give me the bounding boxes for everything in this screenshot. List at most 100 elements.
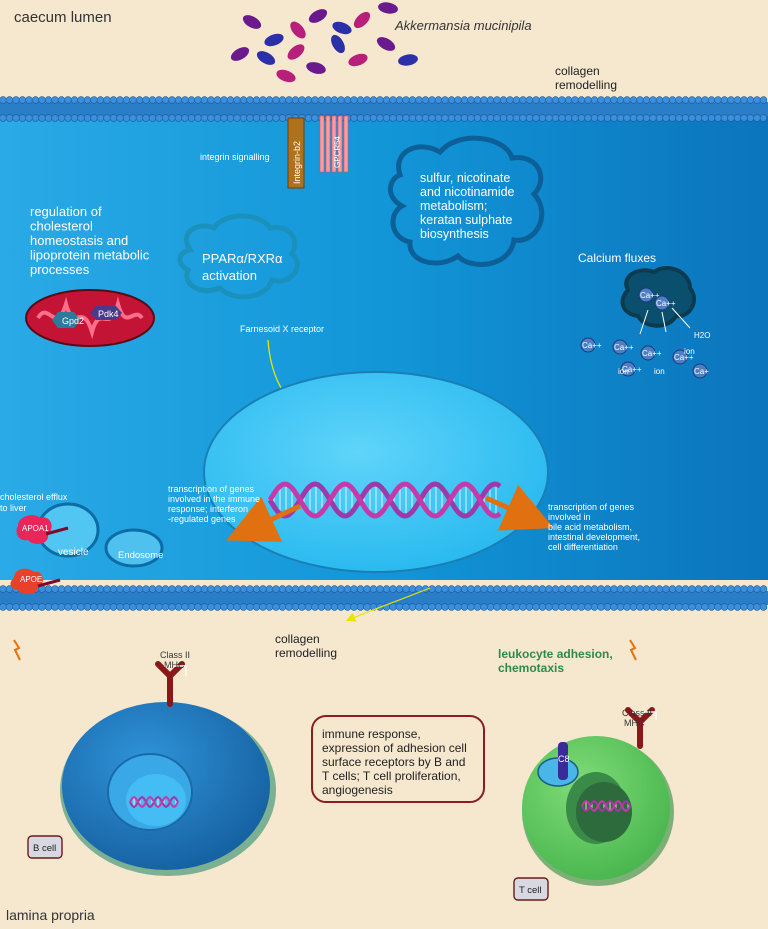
bacteria-cluster [230, 2, 418, 83]
lipid-head [226, 96, 235, 104]
bacteria-label: Akkermansia mucinipila [394, 18, 532, 33]
lipid-head [610, 96, 618, 104]
lipid-head [350, 603, 358, 611]
lipid-head [246, 603, 254, 611]
lipid-head [220, 114, 228, 122]
lipid-head [571, 585, 579, 593]
lipid-head [701, 114, 709, 122]
lipid-head [272, 585, 280, 593]
lipid-head [597, 96, 605, 104]
lipid-head [707, 114, 716, 122]
lipid-head [434, 585, 443, 593]
membrane-core [0, 102, 768, 116]
lipid-head [259, 603, 267, 611]
lipid-head [434, 114, 443, 122]
lipid-head [467, 114, 475, 122]
lipid-head [239, 114, 248, 122]
ion-flux-line [639, 309, 649, 335]
lipid-head [96, 603, 105, 611]
mitochondrion: Gpd2 Pdk4 [25, 289, 155, 347]
lipid-head [77, 585, 85, 593]
lipid-head [499, 114, 508, 122]
apoa1-protein: APOA1 [16, 515, 69, 544]
lipid-head [597, 603, 605, 611]
lipid-head [499, 96, 508, 104]
lipid-head [662, 603, 670, 611]
signal-bolt-left [13, 639, 21, 661]
lipid-head [129, 114, 137, 122]
lipid-head [122, 114, 131, 122]
lipid-head [532, 603, 540, 611]
lipid-head [129, 585, 137, 593]
lipid-head [603, 96, 612, 104]
t-cell-mhc-label-2: MHC [624, 718, 645, 728]
lipid-head [135, 585, 144, 593]
lipid-head [714, 585, 722, 593]
lipid-head [610, 114, 618, 122]
lipid-head [0, 585, 7, 593]
lipid-head [226, 585, 235, 593]
lipid-head [597, 585, 605, 593]
lipid-head [155, 96, 163, 104]
lipid-head [454, 96, 462, 104]
lipid-head [0, 114, 7, 122]
c8-label: C8 [558, 754, 570, 764]
lipid-head [142, 96, 150, 104]
lipid-head [285, 96, 293, 104]
pdk4-label: Pdk4 [98, 309, 119, 319]
gpcr54-receptor: GPCR54 [319, 115, 349, 173]
gpd2-label: Gpd2 [62, 316, 84, 326]
lipid-head [688, 585, 696, 593]
lipid-head [168, 96, 176, 104]
lipid-head [220, 603, 228, 611]
transcription-left-text-line: transcription of genes [168, 484, 255, 494]
lipid-head [707, 585, 716, 593]
lipid-head [519, 603, 527, 611]
lipid-head [168, 585, 176, 593]
lipid-head [116, 603, 124, 611]
transcription-left-arrow [226, 496, 302, 542]
lipid-head [564, 114, 573, 122]
bacterium [348, 53, 368, 67]
gpcr54-label: GPCR54 [333, 135, 342, 168]
t-cell-mhc: Class II MHC [622, 707, 657, 749]
lipid-head [415, 603, 423, 611]
lipid-head [642, 96, 651, 104]
lipid-head [551, 603, 560, 611]
lipid-head [337, 96, 345, 104]
lipid-head [239, 96, 248, 104]
ion-label: ion [684, 347, 695, 356]
lipid-head [161, 114, 170, 122]
lipid-head [577, 96, 586, 104]
lipid-head [467, 96, 475, 104]
lipid-head [382, 96, 391, 104]
nucleus [203, 371, 549, 573]
lipid-head [486, 603, 495, 611]
lipid-head [181, 603, 189, 611]
lipid-head [311, 585, 319, 593]
lipid-head [759, 603, 768, 611]
apoa1-label: APOA1 [22, 524, 49, 533]
b-cell [60, 702, 276, 876]
lipid-head [441, 114, 449, 122]
lipid-head [753, 585, 761, 593]
ion-label: Ca++ [622, 365, 642, 374]
lipid-head [714, 96, 722, 104]
lipid-head [246, 585, 254, 593]
lipid-head [701, 96, 709, 104]
lipid-head [473, 585, 482, 593]
ion-9: ion [654, 367, 665, 376]
lipid-head [109, 603, 118, 611]
lipid-head [519, 96, 527, 104]
lipid-head [525, 585, 534, 593]
lipid-head [564, 603, 573, 611]
lipid-head [259, 114, 267, 122]
lipid-head [83, 96, 92, 104]
bacterium [264, 33, 284, 47]
lipid-head [701, 585, 709, 593]
lipid-head [532, 114, 540, 122]
ion-2: Ca++ [580, 337, 602, 353]
lipid-head [467, 603, 475, 611]
lipid-head [12, 96, 20, 104]
lipid-head [616, 96, 625, 104]
